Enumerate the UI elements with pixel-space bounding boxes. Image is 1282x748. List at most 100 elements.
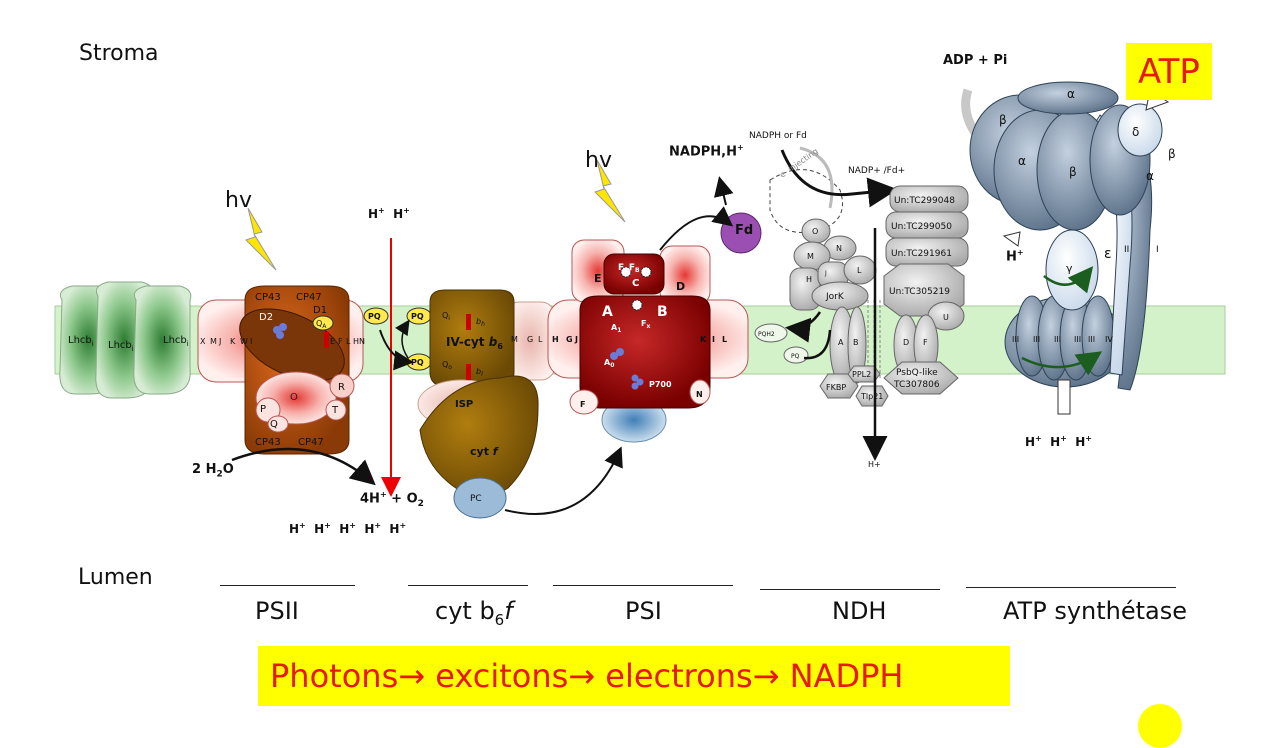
svg-text:D1: D1 <box>313 305 327 316</box>
water-arrow <box>231 447 376 486</box>
svg-text:FAFB: FAFB <box>618 263 640 274</box>
svg-text:β: β <box>999 113 1007 127</box>
svg-text:O: O <box>812 227 818 236</box>
svg-text:J: J <box>574 335 578 344</box>
svg-text:L: L <box>538 335 543 344</box>
hv-psi-label: hv <box>585 148 612 173</box>
svg-text:D: D <box>676 280 685 293</box>
svg-text:CP47: CP47 <box>298 437 324 448</box>
cytb6f-name: cyt b6f <box>435 597 513 629</box>
svg-text:CP43: CP43 <box>255 437 281 448</box>
svg-text:PQ: PQ <box>411 358 424 367</box>
nadph-or-fd-label: NADPH or Fd <box>749 131 807 141</box>
svg-text:I: I <box>712 335 715 344</box>
svg-text:K: K <box>700 335 707 344</box>
protons-atp-lumen: H+ H+ H+ <box>1025 434 1092 449</box>
svg-text:Fx: Fx <box>641 319 650 330</box>
atp-label: ATP <box>1126 43 1212 100</box>
psi-fd-arrow <box>659 206 734 251</box>
atp-synthase-name: ATP synthétase <box>1003 597 1188 625</box>
svg-text:T: T <box>331 405 339 416</box>
svg-text:α: α <box>1146 169 1154 183</box>
svg-text:N: N <box>696 390 703 399</box>
svg-text:γ: γ <box>1066 262 1073 275</box>
svg-text:III: III <box>1054 335 1061 344</box>
svg-text:QA: QA <box>316 319 327 330</box>
svg-text:U: U <box>943 313 949 322</box>
svg-text:F: F <box>580 400 585 409</box>
svg-text:A: A <box>838 338 844 347</box>
svg-text:ε: ε <box>1104 246 1112 262</box>
svg-text:L: L <box>857 266 862 275</box>
svg-text:Un:TC291961: Un:TC291961 <box>891 249 952 259</box>
summary-banner: Photons→ excitons→ electrons→ NADPH <box>258 646 1010 706</box>
svg-text:P: P <box>260 404 266 415</box>
psi-complex: E D FAFB C A B A1 Fx A0 P700 F N H G J K… <box>547 239 749 443</box>
svg-text:L: L <box>722 335 727 344</box>
svg-text:Un:TC305219: Un:TC305219 <box>889 287 950 297</box>
hv-psii-label: hv <box>225 188 252 213</box>
svg-text:I: I <box>250 337 252 346</box>
svg-text:Un:TC299048: Un:TC299048 <box>894 196 955 206</box>
svg-text:F: F <box>338 337 343 346</box>
svg-text:TC307806: TC307806 <box>893 380 940 390</box>
svg-text:K: K <box>230 337 236 346</box>
svg-text:E: E <box>330 337 335 346</box>
h-ndh-label: H+ <box>868 460 881 469</box>
svg-text:B: B <box>853 338 859 347</box>
h-atp-label: H+ <box>1006 248 1024 265</box>
protons-top-label: H+ H+ <box>368 206 410 221</box>
svg-text:O: O <box>290 392 298 403</box>
underline-psii <box>220 585 355 586</box>
svg-text:Qi: Qi <box>442 311 450 322</box>
pc-psi-arrow <box>504 446 623 515</box>
svg-text:H: H <box>353 337 359 346</box>
svg-text:N: N <box>359 337 365 346</box>
svg-text:IV: IV <box>1105 335 1113 344</box>
svg-text:F: F <box>923 338 928 347</box>
svg-text:G: G <box>566 335 573 344</box>
svg-text:FKBP: FKBP <box>826 383 846 392</box>
svg-text:PPL2: PPL2 <box>852 370 871 379</box>
lightning-psi-icon <box>594 159 626 223</box>
svg-text:α: α <box>1067 87 1075 101</box>
svg-text:N: N <box>836 244 842 253</box>
svg-text:X: X <box>200 337 206 346</box>
svg-text:II: II <box>1124 245 1129 255</box>
lhcb-label-1: Lhcbi <box>68 335 94 348</box>
o2-label: 4H+ + O2 <box>360 490 424 509</box>
nadp-fd-label: NADP+ /Fd+ <box>848 166 906 176</box>
svg-text:B: B <box>657 304 668 320</box>
adp-label: ADP + Pi <box>943 53 1008 68</box>
svg-text:A1: A1 <box>611 323 621 334</box>
underline-atp <box>966 587 1176 588</box>
psii-name: PSII <box>255 597 299 625</box>
lhcb-complex: Lhcbi Lhcbi Lhcbi <box>59 281 192 399</box>
svg-text:Q: Q <box>270 419 278 430</box>
svg-text:J: J <box>824 270 827 277</box>
lumen-label: Lumen <box>78 565 153 590</box>
svg-text:III: III <box>1074 335 1081 344</box>
svg-text:α: α <box>1018 154 1026 168</box>
svg-text:D: D <box>903 338 909 347</box>
water-label: 2 H2O <box>192 462 234 480</box>
svg-text:δ: δ <box>1132 125 1139 139</box>
isp-label: ISP <box>455 399 473 410</box>
svg-text:C: C <box>632 278 639 289</box>
svg-text:M: M <box>210 337 217 346</box>
svg-text:W: W <box>240 337 248 346</box>
fd-nadph-arrow <box>714 176 734 206</box>
stroma-label: Stroma <box>79 41 159 66</box>
svg-text:III: III <box>1033 335 1040 344</box>
lhcb-label-3: Lhcbi <box>163 335 189 348</box>
pc-label: PC <box>470 494 482 504</box>
svg-text:I: I <box>1156 245 1159 255</box>
svg-text:III: III <box>1088 335 1095 344</box>
svg-text:bh: bh <box>476 317 485 328</box>
lhcb-label-2: Lhcbi <box>108 340 134 353</box>
